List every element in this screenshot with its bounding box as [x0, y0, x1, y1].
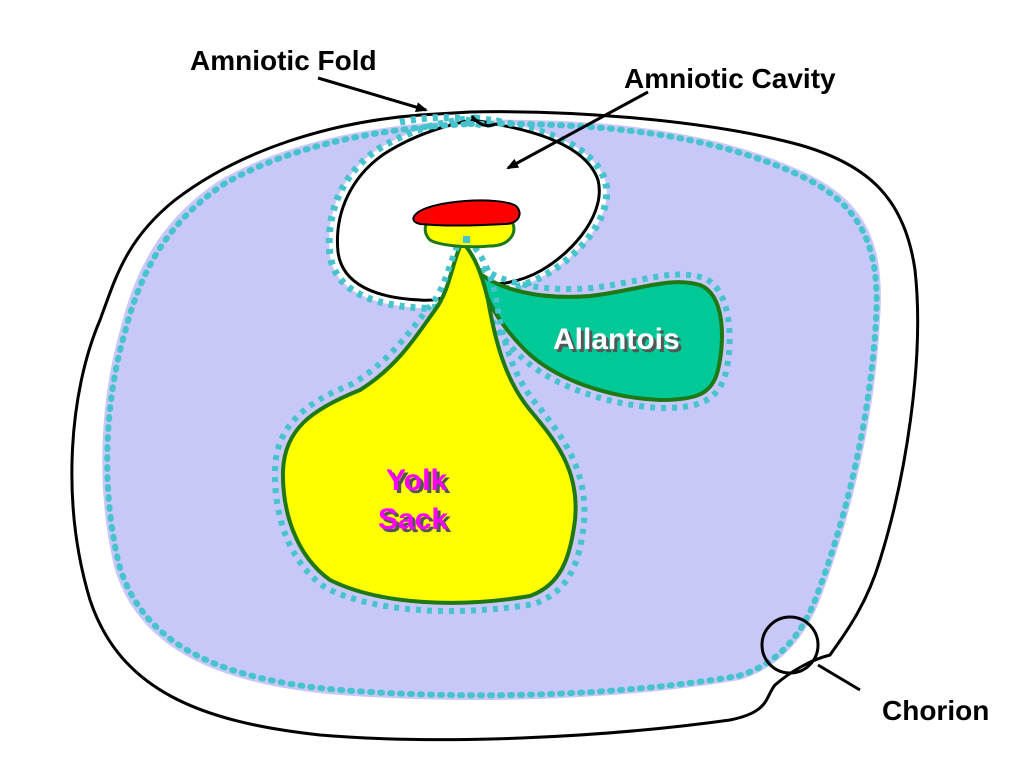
amniotic-cavity-arrow	[506, 90, 649, 170]
allantois-shape	[474, 266, 724, 403]
yolk-sac-shape	[280, 238, 578, 605]
yolk-label-line2-shadow: Sack	[381, 506, 451, 539]
chorion-pointer-line	[817, 663, 861, 692]
allantois-label-shadow: Allantois	[556, 326, 683, 359]
amniotic-fold-outline	[470, 115, 497, 128]
amniotic-cavity-label: Amniotic Cavity	[624, 63, 836, 94]
allantois-dotted-membrane	[478, 265, 733, 412]
yolk-label-line2: Sack	[378, 503, 448, 536]
amniotic-fold-label: Amniotic Fold	[190, 45, 377, 76]
yolk-label-line1-shadow: Yolk	[389, 467, 450, 500]
yolk-label-line1: Yolk	[386, 464, 447, 497]
allantois-label: Allantois	[553, 323, 680, 356]
chorion-highlight-circle	[760, 615, 820, 675]
embryo-red	[412, 199, 521, 227]
amniotic-fold-arrow	[317, 76, 428, 112]
amniotic-fold-edge	[399, 114, 502, 129]
yolk-stalk-marker	[463, 236, 470, 243]
somatopleure-dotted-membrane	[104, 120, 880, 699]
chorion-label: Chorion	[882, 695, 989, 726]
